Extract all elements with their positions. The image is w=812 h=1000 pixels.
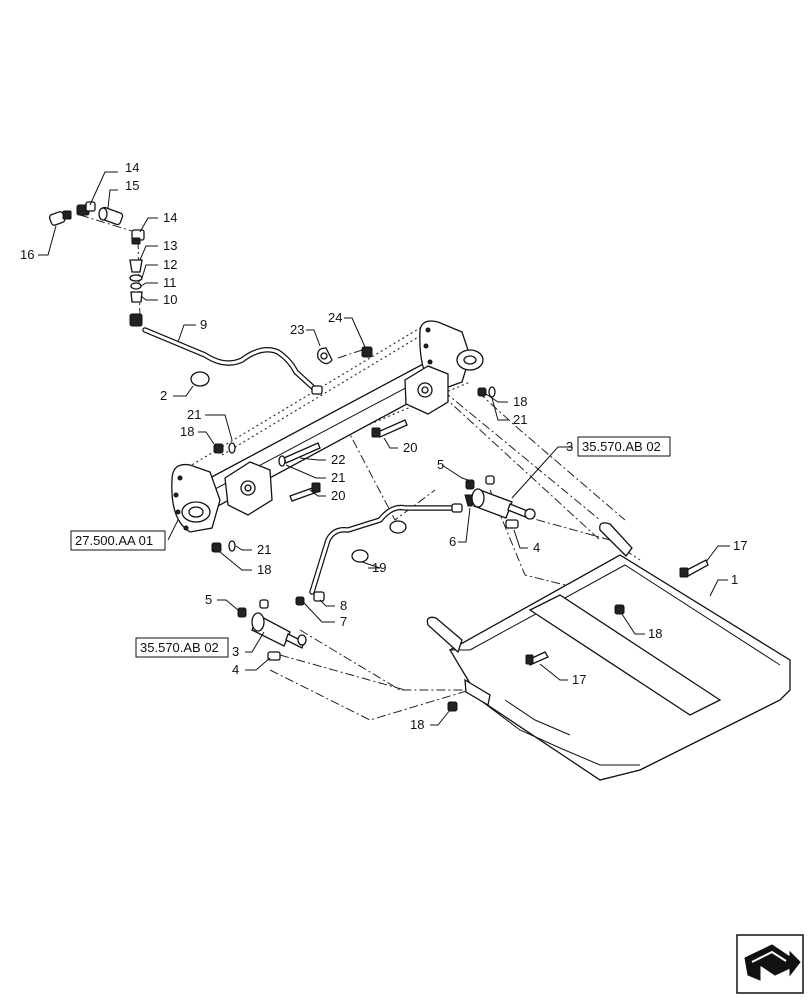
callout-21: 21	[187, 407, 201, 422]
bolt-17-lower	[525, 651, 549, 666]
hydraulic-cylinder-3-lower	[251, 599, 305, 649]
pin-5-upper	[465, 479, 475, 490]
callout-16: 16	[20, 247, 34, 262]
fitting-end	[129, 313, 143, 327]
callout-20: 20	[331, 488, 345, 503]
callout-3: 3	[566, 439, 573, 454]
callout-9: 9	[200, 317, 207, 332]
nut-18-upper-left	[213, 443, 224, 454]
hydraulic-cylinder-3-upper	[471, 475, 531, 519]
callout-3: 3	[232, 644, 239, 659]
callout-2: 2	[160, 388, 167, 403]
fitting-16	[48, 210, 72, 226]
fitting-8	[313, 591, 325, 602]
nut-7	[295, 596, 305, 606]
callout-18: 18	[410, 717, 424, 732]
callout-24: 24	[328, 310, 342, 325]
reference-label: 35.570.AB 02	[582, 439, 661, 454]
callout-6: 6	[449, 534, 456, 549]
callout-8: 8	[340, 598, 347, 613]
nut-18-bottom	[447, 701, 458, 712]
nut-10	[130, 291, 143, 303]
assembly-guide-lines	[79, 214, 641, 721]
ring-11	[130, 282, 142, 290]
reference-label: 35.570.AB 02	[140, 640, 219, 655]
washer-21-mid	[278, 455, 286, 467]
nut-18-upper-right	[477, 387, 487, 397]
fitting-14-lower	[131, 229, 145, 245]
callout-17: 17	[572, 672, 586, 687]
callout-12: 12	[163, 257, 177, 272]
callout-4: 4	[232, 662, 239, 677]
clamp-23	[317, 347, 333, 365]
fitting-14-upper	[76, 201, 96, 216]
seal-12	[129, 274, 143, 282]
hydraulic-tube-19	[309, 504, 461, 595]
pin-5-lower	[237, 607, 247, 618]
nut-18-shield	[614, 604, 625, 615]
callout-15: 15	[125, 178, 139, 193]
fitting-15	[98, 206, 124, 226]
callout-20: 20	[403, 440, 417, 455]
shield-assembly-1	[426, 522, 791, 781]
callout-17: 17	[733, 538, 747, 553]
o-ring-19-b	[351, 549, 369, 563]
callout-13: 13	[163, 238, 177, 253]
callout-21: 21	[513, 412, 527, 427]
bolt-20-left	[289, 482, 321, 502]
clip-4-lower	[267, 634, 307, 661]
sprocket-left	[171, 463, 221, 533]
callout-18: 18	[648, 626, 662, 641]
hydraulic-tube-9	[142, 327, 323, 395]
nut-24	[361, 346, 373, 358]
washer-21-upper-left	[228, 442, 236, 454]
o-ring-2	[190, 371, 210, 387]
clip-4-upper	[505, 508, 536, 529]
bracket-left	[224, 461, 273, 516]
callout-5: 5	[437, 457, 444, 472]
bolt-17-upper	[679, 559, 709, 578]
reference-label: 27.500.AA 01	[75, 533, 153, 548]
callout-21: 21	[331, 470, 345, 485]
callout-11: 11	[163, 275, 177, 290]
bolt-20-right	[371, 419, 408, 438]
callout-18: 18	[257, 562, 271, 577]
nut-18-lower	[211, 542, 222, 553]
callout-10: 10	[163, 292, 177, 307]
washer-21-upper-right	[488, 386, 496, 398]
callout-18: 18	[513, 394, 527, 409]
callout-21: 21	[257, 542, 271, 557]
callout-22: 22	[331, 452, 345, 467]
callout-18: 18	[180, 424, 194, 439]
washer-21-lower	[228, 540, 236, 552]
bracket-right	[404, 365, 449, 415]
callout-7: 7	[340, 614, 347, 629]
o-ring-19-a	[389, 520, 407, 534]
callout-14: 14	[125, 160, 139, 175]
callout-labels: 14 15 14 16 13 12 11 10 9 23 24 2 18 21 …	[20, 160, 747, 732]
callout-4: 4	[533, 540, 540, 555]
next-page-arrow-icon[interactable]	[736, 934, 804, 994]
reference-box-27-500-aa-01[interactable]: 27.500.AA 01	[70, 530, 166, 551]
callout-14: 14	[163, 210, 177, 225]
callout-23: 23	[290, 322, 304, 337]
reference-box-35-570-ab-02-lower[interactable]: 35.570.AB 02	[135, 637, 229, 658]
callout-5: 5	[205, 592, 212, 607]
callout-1: 1	[731, 572, 738, 587]
leader-lines	[38, 171, 730, 726]
reference-box-35-570-ab-02-upper[interactable]: 35.570.AB 02	[577, 436, 671, 457]
fitting-13	[129, 259, 143, 273]
callout-19: 19	[372, 560, 386, 575]
